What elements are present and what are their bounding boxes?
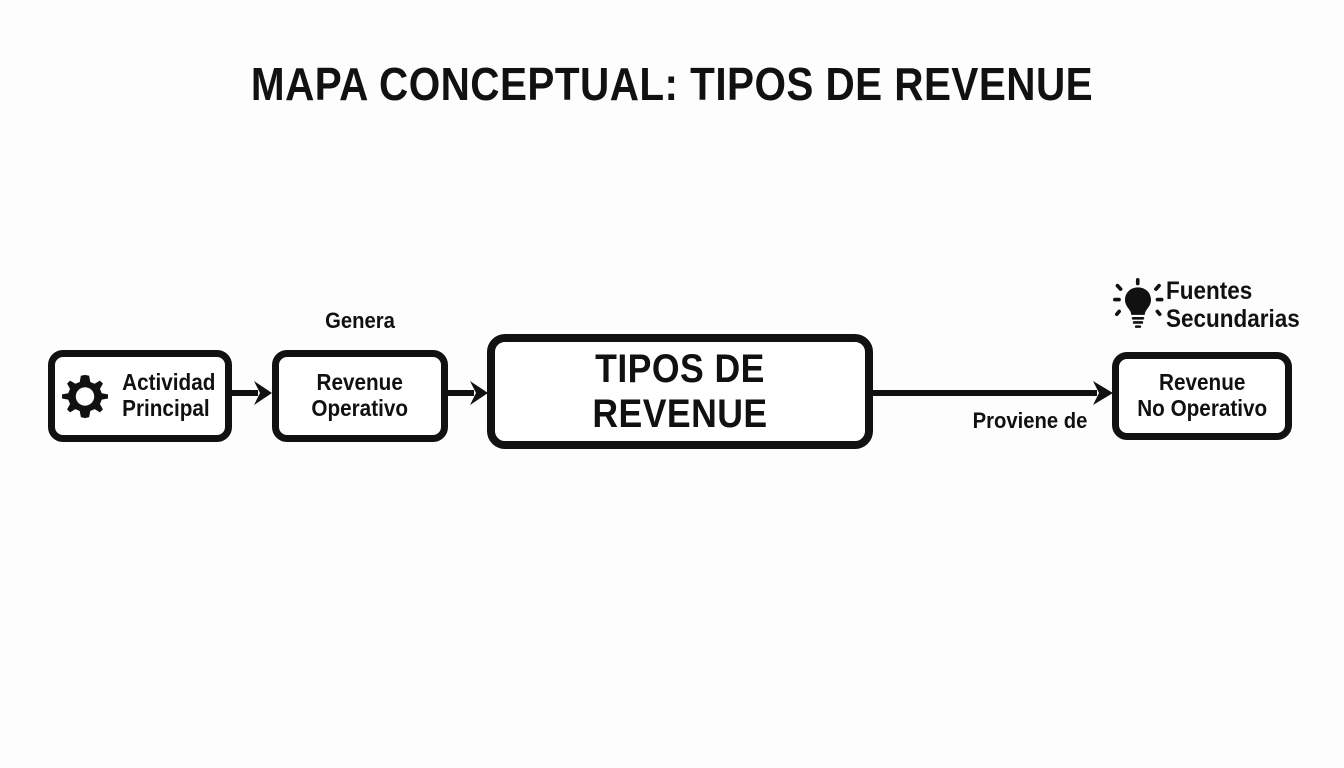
arrow-actividad-to-operativo: [228, 381, 272, 405]
node-actividad-principal[interactable]: Actividad Principal: [48, 350, 232, 442]
node-tipos-de-revenue-label: TIPOS DE REVENUE: [592, 346, 768, 436]
node-revenue-no-operativo-label: Revenue No Operativo: [1137, 369, 1267, 421]
arrow-central-to-no-operativo: [869, 381, 1113, 405]
node-actividad-principal-label: Actividad Principal: [121, 369, 216, 421]
edge-label-proviene-de: Proviene de: [972, 408, 1088, 433]
node-revenue-operativo-label: Revenue Operativo: [311, 369, 409, 421]
gear-icon: [61, 374, 108, 419]
node-tipos-de-revenue[interactable]: TIPOS DE REVENUE: [487, 334, 873, 449]
page-title: MAPA CONCEPTUAL: TIPOS DE REVENUE: [250, 58, 1094, 110]
node-revenue-no-operativo[interactable]: Revenue No Operativo: [1112, 352, 1292, 440]
edge-label-genera: Genera: [325, 308, 395, 333]
annotation-fuentes-secundarias: Fuentes Secundarias: [1166, 277, 1300, 333]
lightbulb-icon: [1113, 278, 1164, 328]
node-revenue-operativo[interactable]: Revenue Operativo: [272, 350, 448, 442]
